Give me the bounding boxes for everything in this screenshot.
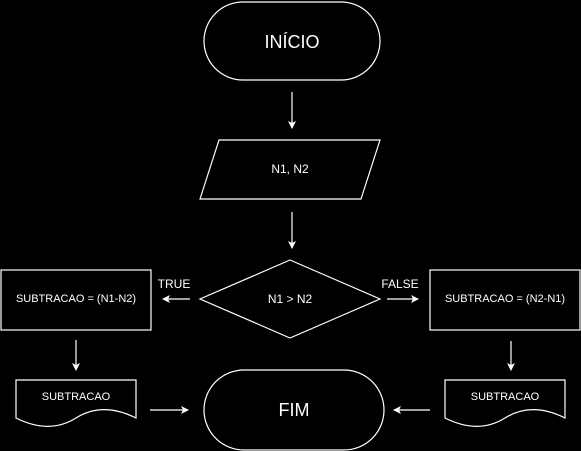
edge-label-true: TRUE	[158, 277, 191, 291]
start-node-label: INÍCIO	[264, 32, 319, 52]
output-true-node-shape	[15, 379, 137, 427]
input-node-shape	[199, 139, 381, 200]
end-node-label: FIM	[279, 400, 310, 420]
input-node-label: N1, N2	[271, 162, 309, 176]
start-node: INÍCIO	[203, 1, 381, 81]
decision-node-label: N1 > N2	[268, 292, 313, 306]
output-false-node-label: SUBTRACAO	[471, 391, 540, 403]
process-true-node: SUBTRACAO = (N1-N2)	[0, 269, 152, 331]
start-node-shape	[203, 1, 381, 81]
process-false-node-shape	[429, 269, 581, 331]
output-false-node: SUBTRACAO	[444, 379, 566, 427]
input-node: N1, N2	[199, 139, 381, 200]
output-false-node-shape	[444, 379, 566, 427]
decision-node-shape	[198, 259, 382, 339]
end-node: FIM	[203, 369, 385, 451]
output-true-node: SUBTRACAO	[15, 379, 137, 427]
edge-label-false: FALSE	[381, 277, 418, 291]
process-true-node-shape	[0, 269, 152, 331]
process-true-node-label: SUBTRACAO = (N1-N2)	[16, 293, 136, 305]
output-true-node-label: SUBTRACAO	[42, 391, 111, 403]
process-false-node-label: SUBTRACAO = (N2-N1)	[445, 293, 565, 305]
process-false-node: SUBTRACAO = (N2-N1)	[429, 269, 581, 331]
end-node-shape	[203, 369, 385, 451]
decision-node: N1 > N2	[198, 259, 382, 339]
